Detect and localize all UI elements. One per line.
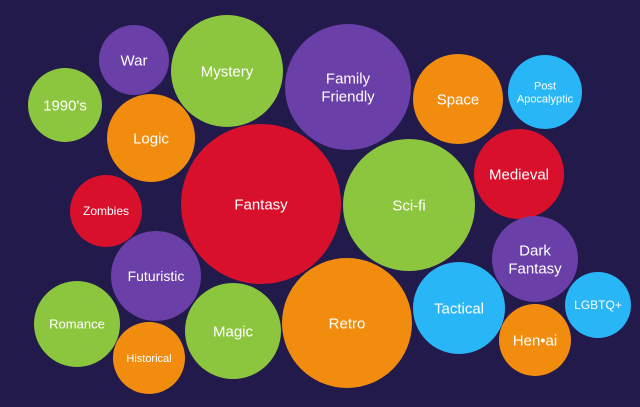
bubble-circle-tactical (413, 262, 505, 354)
bubble-circle-hen-ai (499, 304, 571, 376)
bubble-label-mystery: Mystery (201, 63, 254, 80)
bubble-lgbtq: LGBTQ+ (565, 272, 631, 338)
bubble-fantasy: Fantasy (181, 124, 341, 284)
bubble-circle-war (99, 25, 169, 95)
bubble-futuristic: Futuristic (111, 231, 201, 321)
bubble-circle-magic (185, 283, 281, 379)
bubble-circle-zombies (70, 175, 142, 247)
bubble-circle-family-friendly (285, 24, 411, 150)
bubble-label-war: War (121, 52, 148, 69)
bubble-label-tactical: Tactical (434, 300, 484, 317)
bubble-magic: Magic (185, 283, 281, 379)
bubble-hen-ai: Hen•ai (499, 304, 571, 376)
bubble-historical: Historical (113, 322, 185, 394)
bubble-label-lgbtq: LGBTQ+ (574, 298, 622, 312)
bubble-circle-lgbtq (565, 272, 631, 338)
bubble-sci-fi: Sci-fi (343, 139, 475, 271)
bubble-tactical: Tactical (413, 262, 505, 354)
bubble-label-1990-s: 1990's (43, 97, 87, 114)
bubble-label-retro: Retro (329, 315, 366, 332)
bubble-circle-sci-fi (343, 139, 475, 271)
bubble-label-romance: Romance (49, 317, 105, 332)
bubble-circle-historical (113, 322, 185, 394)
bubble-circle-space (413, 54, 503, 144)
bubble-circle-post-apocalyptic (508, 55, 582, 129)
bubble-circle-medieval (474, 129, 564, 219)
bubble-medieval: Medieval (474, 129, 564, 219)
bubble-label-fantasy: Fantasy (234, 196, 288, 213)
bubble-label-zombies: Zombies (83, 204, 129, 218)
bubble-label-historical: Historical (126, 353, 171, 365)
bubble-label-medieval: Medieval (489, 166, 549, 183)
bubble-label-logic: Logic (133, 130, 169, 147)
bubble-mystery: Mystery (171, 15, 283, 127)
bubble-circle-logic (107, 94, 195, 182)
bubble-label-hen-ai: Hen•ai (513, 332, 557, 349)
bubble-romance: Romance (34, 281, 120, 367)
bubble-circle-retro (282, 258, 412, 388)
bubble-label-futuristic: Futuristic (128, 268, 185, 284)
bubble-1990-s: 1990's (28, 68, 102, 142)
bubble-circle-fantasy (181, 124, 341, 284)
bubble-logic: Logic (107, 94, 195, 182)
bubble-circle-dark-fantasy (492, 216, 578, 302)
bubble-label-magic: Magic (213, 323, 254, 340)
bubble-label-space: Space (437, 91, 480, 108)
bubble-war: War (99, 25, 169, 95)
bubble-circle-futuristic (111, 231, 201, 321)
bubble-circle-1990-s (28, 68, 102, 142)
bubble-circle-mystery (171, 15, 283, 127)
bubble-zombies: Zombies (70, 175, 142, 247)
bubble-retro: Retro (282, 258, 412, 388)
bubble-circle-romance (34, 281, 120, 367)
bubble-space: Space (413, 54, 503, 144)
bubble-label-sci-fi: Sci-fi (392, 197, 425, 214)
